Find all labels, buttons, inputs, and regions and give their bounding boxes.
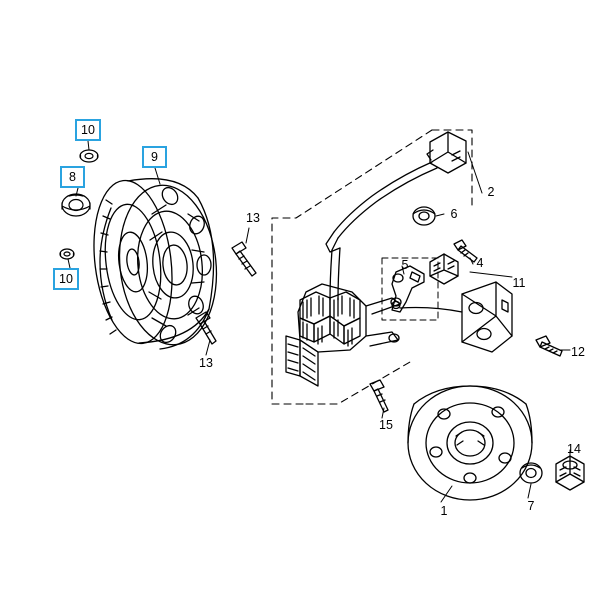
part-bolt-12 bbox=[535, 335, 563, 357]
callout-6: 6 bbox=[450, 207, 458, 221]
callout-15: 15 bbox=[379, 418, 393, 432]
callout-13-lower: 13 bbox=[199, 356, 213, 370]
part-bolt-15 bbox=[369, 379, 389, 413]
part-circlip-lower bbox=[59, 248, 75, 260]
part-flywheel bbox=[407, 385, 533, 501]
part-nut bbox=[555, 455, 585, 491]
callout-5: 5 bbox=[401, 258, 409, 272]
callout-2: 2 bbox=[487, 185, 495, 199]
part-grommet bbox=[412, 206, 436, 226]
callout-14: 14 bbox=[567, 442, 581, 456]
callout-7: 7 bbox=[527, 499, 535, 513]
assembly-dashed-boundary bbox=[271, 129, 473, 405]
part-screw-lower bbox=[195, 311, 217, 345]
leader-lines bbox=[67, 140, 571, 503]
part-wire-stator-to-plate bbox=[399, 306, 463, 313]
part-starter-clutch-body bbox=[93, 178, 218, 350]
callout-1: 1 bbox=[440, 504, 448, 518]
callout-10-bottom: 10 bbox=[53, 268, 79, 290]
part-wire-harness bbox=[325, 161, 438, 301]
callout-8: 8 bbox=[60, 166, 85, 188]
part-pulse-generator bbox=[429, 253, 459, 285]
part-pulse-generator-bracket bbox=[391, 265, 425, 313]
callout-13-upper: 13 bbox=[246, 211, 260, 225]
part-bearing bbox=[61, 193, 91, 217]
part-bolt-4 bbox=[453, 239, 478, 263]
sub-assembly-dashed bbox=[381, 257, 439, 321]
callout-12: 12 bbox=[571, 345, 585, 359]
part-stator-mount-plate bbox=[461, 281, 513, 353]
part-stator bbox=[285, 283, 402, 387]
part-screw-upper bbox=[231, 241, 257, 277]
part-connector bbox=[426, 131, 467, 174]
callout-4: 4 bbox=[476, 256, 484, 270]
callout-11: 11 bbox=[512, 276, 526, 290]
part-circlip-top bbox=[79, 149, 99, 163]
callout-10-top: 10 bbox=[75, 119, 101, 141]
callout-9: 9 bbox=[142, 146, 167, 168]
part-washer bbox=[519, 462, 543, 484]
